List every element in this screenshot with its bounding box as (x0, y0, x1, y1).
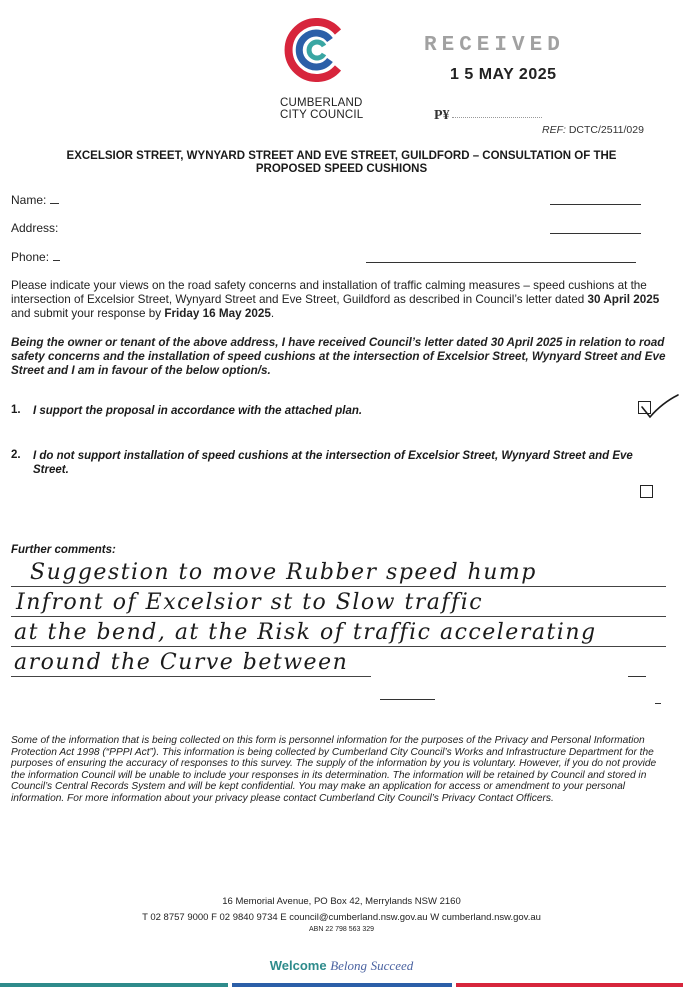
footer-color-bar-red (456, 983, 683, 987)
footer-address: 16 Memorial Avenue, PO Box 42, Merryland… (222, 896, 461, 907)
option-1-checkbox[interactable] (638, 401, 651, 414)
cumberland-logo-icon (284, 18, 342, 82)
comment-line-5-end (655, 703, 661, 704)
stamp-signature-line (452, 117, 542, 118)
phone-field[interactable]: Phone: (11, 250, 61, 264)
name-label: Name: (11, 193, 47, 207)
declaration-paragraph: Being the owner or tenant of the above a… (11, 336, 666, 377)
footer-color-bar-blue (232, 983, 452, 987)
comment-line-4 (11, 676, 371, 677)
received-stamp-by: P¥ (434, 108, 450, 123)
handwritten-comment-3: at the bend, at the Risk of traffic acce… (14, 620, 597, 645)
council-name: CUMBERLAND CITY COUNCIL (280, 97, 364, 121)
footer-abn: ABN 22 798 563 329 (309, 926, 374, 933)
footer-color-bar-teal (0, 983, 228, 987)
received-stamp-date: 1 5 MAY 2025 (450, 66, 557, 83)
document-title: EXCELSIOR STREET, WYNYARD STREET AND EVE… (66, 150, 617, 175)
checkmark-icon (641, 394, 679, 419)
handwritten-comment-1: Suggestion to move Rubber speed hump (30, 560, 537, 585)
comment-line-4-end (628, 676, 646, 677)
footer-contacts: T 02 8757 9000 F 02 9840 9734 E council@… (142, 912, 541, 923)
option-1-number: 1. (11, 404, 21, 416)
address-label: Address: (11, 221, 59, 235)
comment-line-3 (11, 646, 666, 647)
instructions-paragraph: Please indicate your views on the road s… (11, 279, 660, 320)
handwritten-comment-2: Infront of Excelsior st to Slow traffic (16, 590, 484, 615)
phone-field-line (366, 262, 636, 263)
name-field-line (550, 204, 641, 205)
comment-line-2 (11, 616, 666, 617)
option-2-checkbox[interactable] (640, 485, 653, 498)
privacy-notice: Some of the information that is being co… (11, 735, 657, 804)
address-field-line (550, 233, 641, 234)
handwritten-comment-4: around the Curve between (14, 650, 349, 675)
reference-number: REF: DCTC/2511/029 (542, 124, 644, 136)
received-stamp: RECEIVED (424, 34, 565, 57)
comment-line-1 (11, 586, 666, 587)
address-field[interactable]: Address: (11, 221, 58, 235)
comment-line-5 (380, 699, 435, 700)
option-1-text: I support the proposal in accordance wit… (33, 405, 363, 417)
welcome-tagline: Welcome Belong Succeed (269, 958, 414, 973)
phone-label: Phone: (11, 250, 50, 264)
option-2-number: 2. (11, 449, 21, 461)
further-comments-label: Further comments: (11, 544, 116, 556)
name-field[interactable]: Name: (11, 193, 60, 207)
option-2-text: I do not support installation of speed c… (33, 450, 633, 476)
